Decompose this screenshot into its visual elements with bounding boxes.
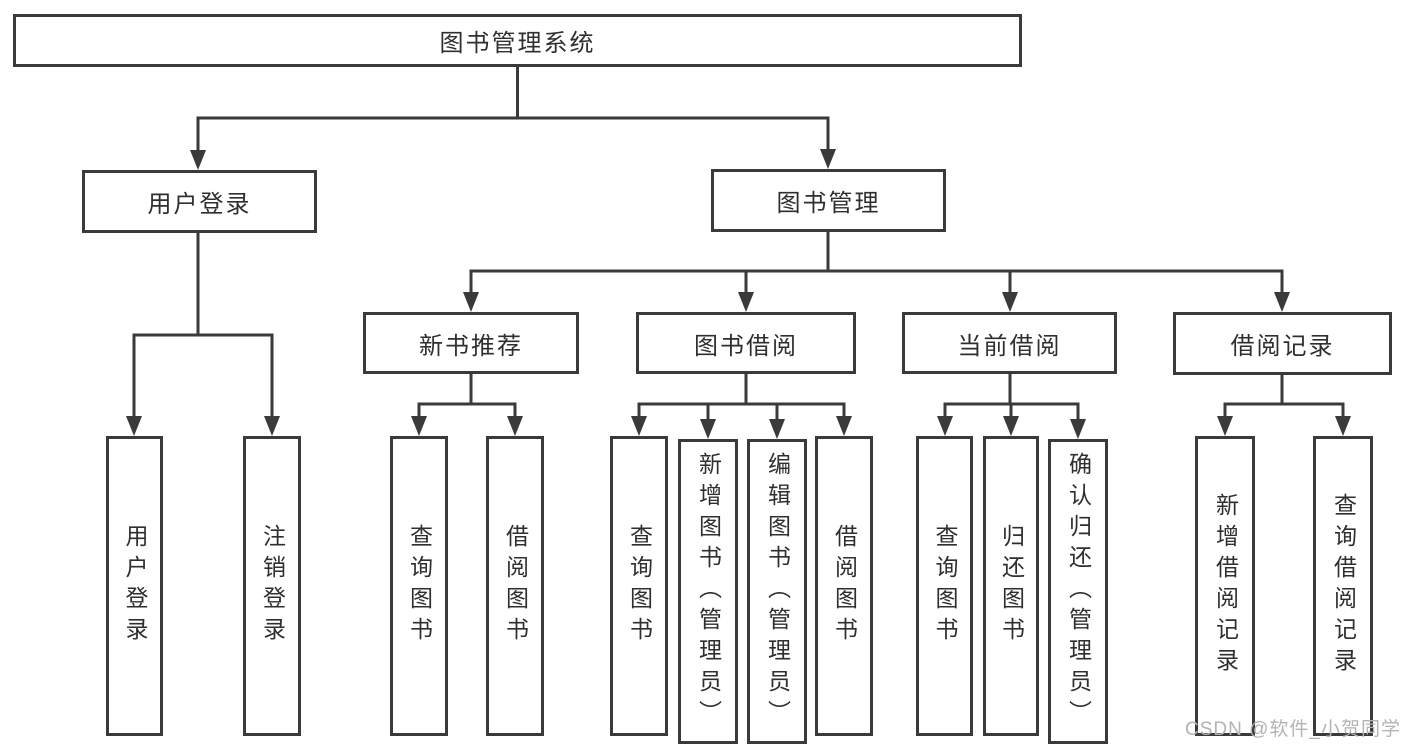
csdn-watermark: CSDN @软件_小贺同学 xyxy=(1185,719,1401,740)
node-borrow-records: 借阅记录 xyxy=(1173,312,1392,375)
leaf-records-add-borrow-record: 新增借阅记录 xyxy=(1195,436,1255,736)
node-root: 图书管理系统 xyxy=(13,14,1022,67)
leaf-borrow-edit-book-admin: 编辑图书（管理员） xyxy=(747,439,807,744)
leaf-borrow-borrow-book: 借阅图书 xyxy=(815,436,873,736)
leaf-user-login: 用户登录 xyxy=(106,436,163,736)
node-book-borrow: 图书借阅 xyxy=(636,312,856,374)
leaf-current-query-book: 查询图书 xyxy=(916,436,973,736)
node-book-management: 图书管理 xyxy=(711,169,946,232)
leaf-logout-login: 注销登录 xyxy=(243,436,301,736)
leaf-newbook-query-book: 查询图书 xyxy=(390,436,448,736)
leaf-borrow-add-book-admin: 新增图书（管理员） xyxy=(678,439,738,744)
node-new-book-recommend: 新书推荐 xyxy=(363,312,579,374)
node-current-borrow: 当前借阅 xyxy=(902,312,1117,374)
leaf-records-query-borrow-record: 查询借阅记录 xyxy=(1313,436,1373,736)
leaf-newbook-borrow-book: 借阅图书 xyxy=(486,436,544,736)
leaf-current-confirm-return-admin: 确认归还（管理员） xyxy=(1048,439,1108,744)
leaf-borrow-query-book: 查询图书 xyxy=(610,436,668,736)
leaf-current-return-book: 归还图书 xyxy=(983,436,1039,736)
node-user-login: 用户登录 xyxy=(82,170,317,233)
